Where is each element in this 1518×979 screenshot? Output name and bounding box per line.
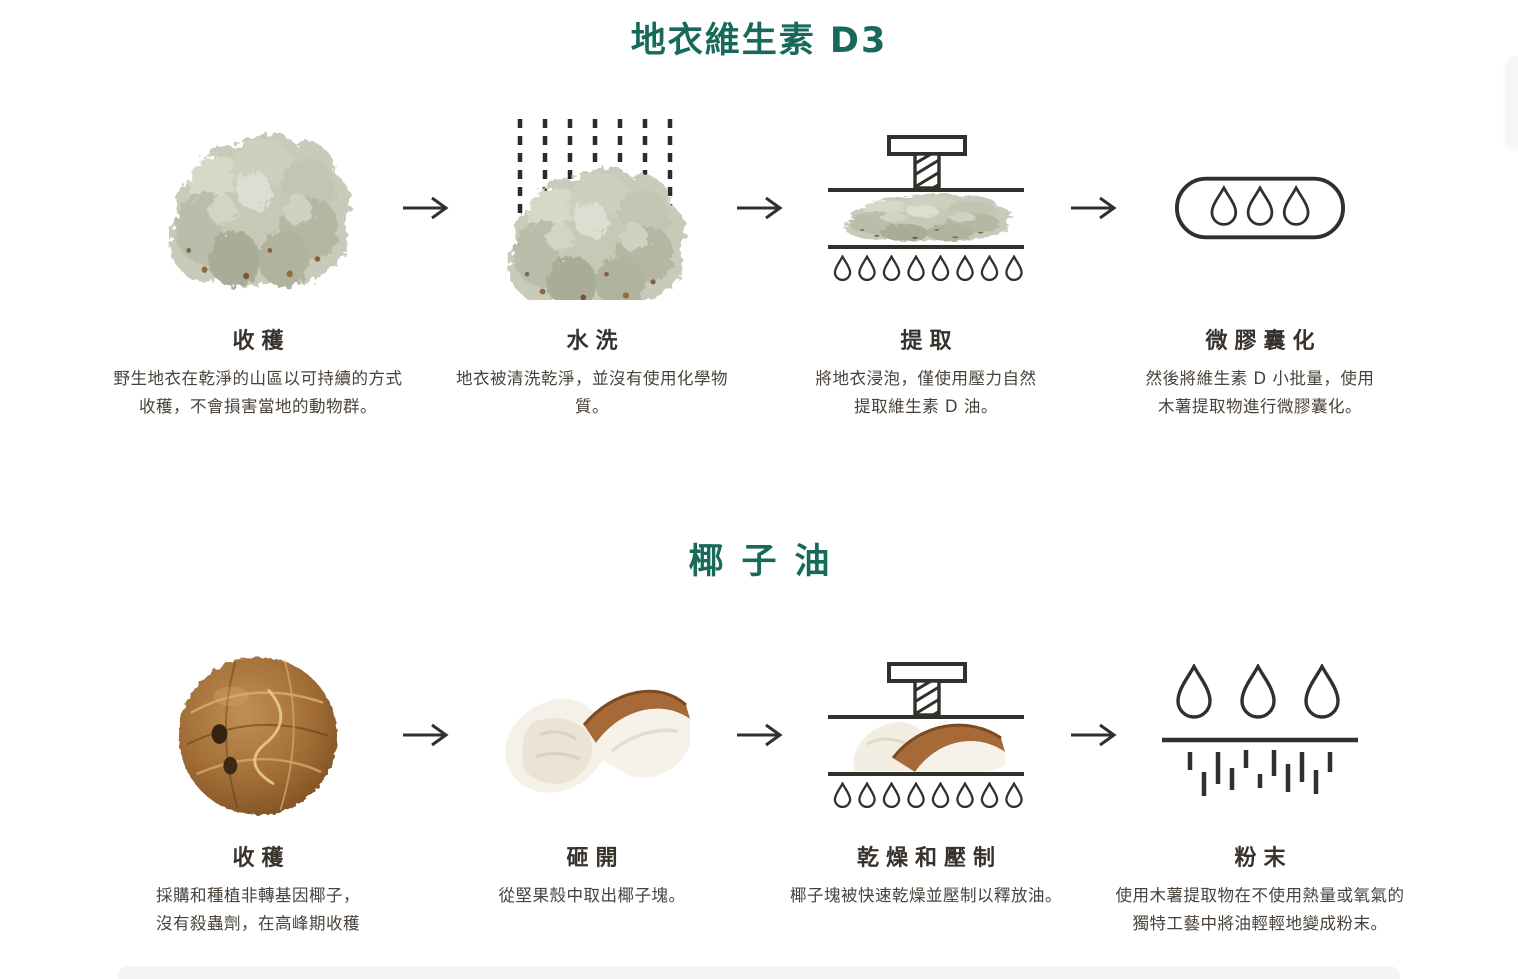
screw-press-coconut-icon	[776, 650, 1076, 820]
arrow-right-icon	[1071, 113, 1117, 303]
coconut-photo	[108, 650, 408, 820]
step-label: 砸開	[566, 846, 625, 871]
coconut-chunks-photo	[442, 650, 742, 820]
step-description: 採購和種植非轉基因椰子， 沒有殺蟲劑，在高峰期收穫	[156, 886, 360, 933]
step-label: 提取	[900, 329, 959, 354]
lichen-rain-wash-icon	[442, 113, 742, 303]
step-description: 然後將維生素 D 小批量，使用 木薯提取物進行微膠囊化。	[1145, 369, 1375, 416]
section-title: 地衣維生素 D3	[630, 21, 888, 61]
step-description: 將地衣浸泡，僅使用壓力自然 提取維生素 D 油。	[815, 369, 1037, 416]
oil-to-powder-icon	[1110, 650, 1410, 820]
step-label: 收穫	[232, 329, 291, 354]
arrow-right-icon	[403, 113, 449, 303]
next-section-edge	[118, 966, 1400, 979]
step-description: 野生地衣在乾淨的山區以可持續的方式 收穫，不會損害當地的動物群。	[113, 369, 403, 416]
step-dry-and-press: 乾燥和壓制 椰子塊被快速乾燥並壓制以釋放油。	[776, 650, 1076, 910]
section-coconut-oil: 椰子油	[0, 533, 1518, 938]
step-label: 微膠囊化	[1205, 329, 1322, 354]
step-description: 椰子塊被快速乾燥並壓制以釋放油。	[790, 886, 1062, 905]
step-description: 地衣被清洗乾淨，並沒有使用化學物質。	[456, 369, 728, 416]
step-microencapsulation: 微膠囊化 然後將維生素 D 小批量，使用 木薯提取物進行微膠囊化。	[1110, 113, 1410, 421]
process-row: 收穫 野生地衣在乾淨的山區以可持續的方式 收穫，不會損害當地的動物群。	[0, 113, 1518, 421]
process-row: 收穫 採購和種植非轉基因椰子， 沒有殺蟲劑，在高峰期收穫	[0, 650, 1518, 938]
section-lichen-vitamin-d3: 地衣維生素 D3 收穫 野生地衣在乾淨的山區以可持續的方式 收穫，不會損害當地的…	[0, 0, 1518, 421]
step-powder: 粉末 使用木薯提取物在不使用熱量或氧氣的 獨特工藝中將油輕輕地變成粉末。	[1110, 650, 1410, 938]
step-label: 收穫	[232, 846, 291, 871]
step-crack-open: 砸開 從堅果殼中取出椰子塊。	[442, 650, 742, 910]
step-extract: 提取 將地衣浸泡，僅使用壓力自然 提取維生素 D 油。	[776, 113, 1076, 421]
step-label: 乾燥和壓制	[856, 846, 1002, 871]
lichen-photo	[108, 113, 408, 303]
step-harvest-lichen: 收穫 野生地衣在乾淨的山區以可持續的方式 收穫，不會損害當地的動物群。	[108, 113, 408, 421]
step-label: 水洗	[566, 329, 625, 354]
page-edge-widget	[1506, 56, 1518, 148]
step-description: 從堅果殼中取出椰子塊。	[498, 886, 686, 905]
arrow-right-icon	[403, 650, 449, 820]
arrow-right-icon	[737, 113, 783, 303]
capsule-droplets-icon	[1110, 113, 1410, 303]
arrow-right-icon	[1071, 650, 1117, 820]
step-label: 粉末	[1234, 846, 1293, 871]
step-harvest-coconut: 收穫 採購和種植非轉基因椰子， 沒有殺蟲劑，在高峰期收穫	[108, 650, 408, 938]
section-title: 椰子油	[688, 542, 848, 582]
step-wash-lichen: 水洗 地衣被清洗乾淨，並沒有使用化學物質。	[442, 113, 742, 421]
step-description: 使用木薯提取物在不使用熱量或氧氣的 獨特工藝中將油輕輕地變成粉末。	[1115, 886, 1405, 933]
arrow-right-icon	[737, 650, 783, 820]
screw-press-lichen-icon	[776, 113, 1076, 303]
